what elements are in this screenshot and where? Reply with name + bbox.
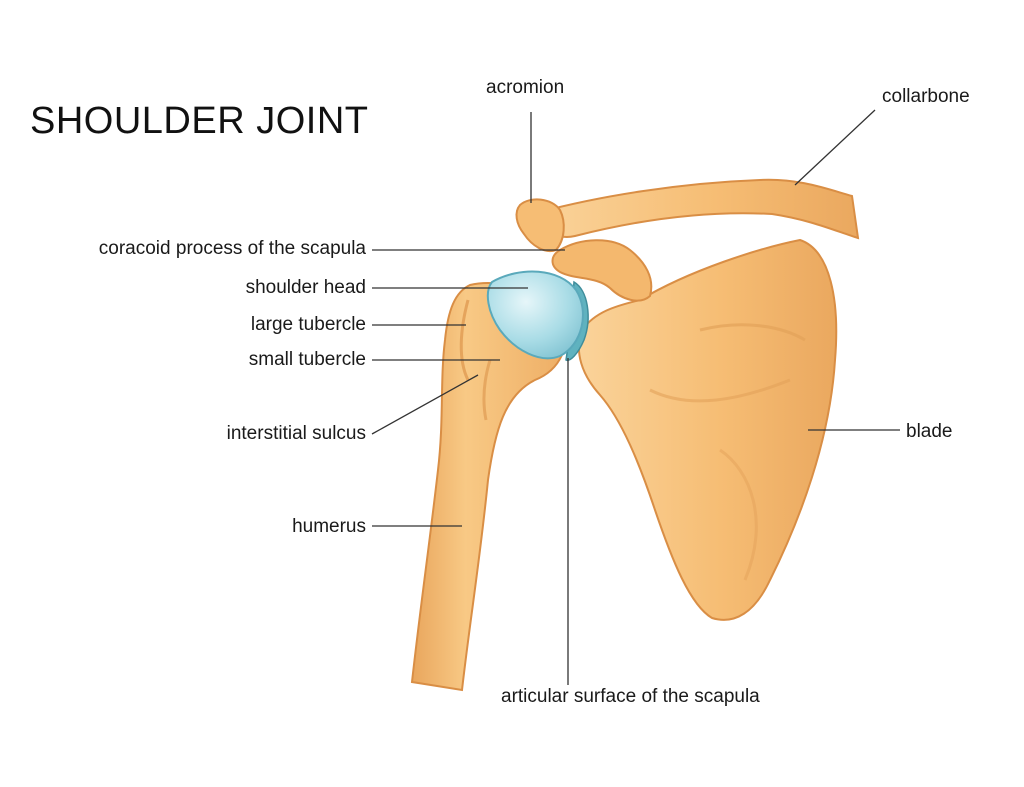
label-shoulder-head: shoulder head	[245, 277, 366, 298]
label-interstitial-sulcus: interstitial sulcus	[226, 423, 366, 444]
leader-lines	[371, 109, 900, 685]
coracoid-process	[551, 239, 653, 302]
label-acromion: acromion	[486, 77, 565, 98]
label-small-tubercle: small tubercle	[248, 349, 366, 370]
shoulder-head-cartilage	[486, 270, 584, 360]
label-articular-surface: articular surface of the scapula	[501, 686, 760, 707]
scapula-blade	[577, 238, 838, 621]
label-humerus: humerus	[292, 516, 366, 537]
label-blade: blade	[906, 421, 953, 442]
acromion-bone	[515, 198, 565, 252]
label-large-tubercle: large tubercle	[250, 314, 366, 335]
label-collarbone: collarbone	[882, 86, 970, 107]
diagram-title: SHOULDER JOINT	[30, 100, 369, 142]
label-coracoid-process: coracoid process of the scapula	[98, 238, 366, 259]
collarbone-bone	[538, 178, 860, 240]
